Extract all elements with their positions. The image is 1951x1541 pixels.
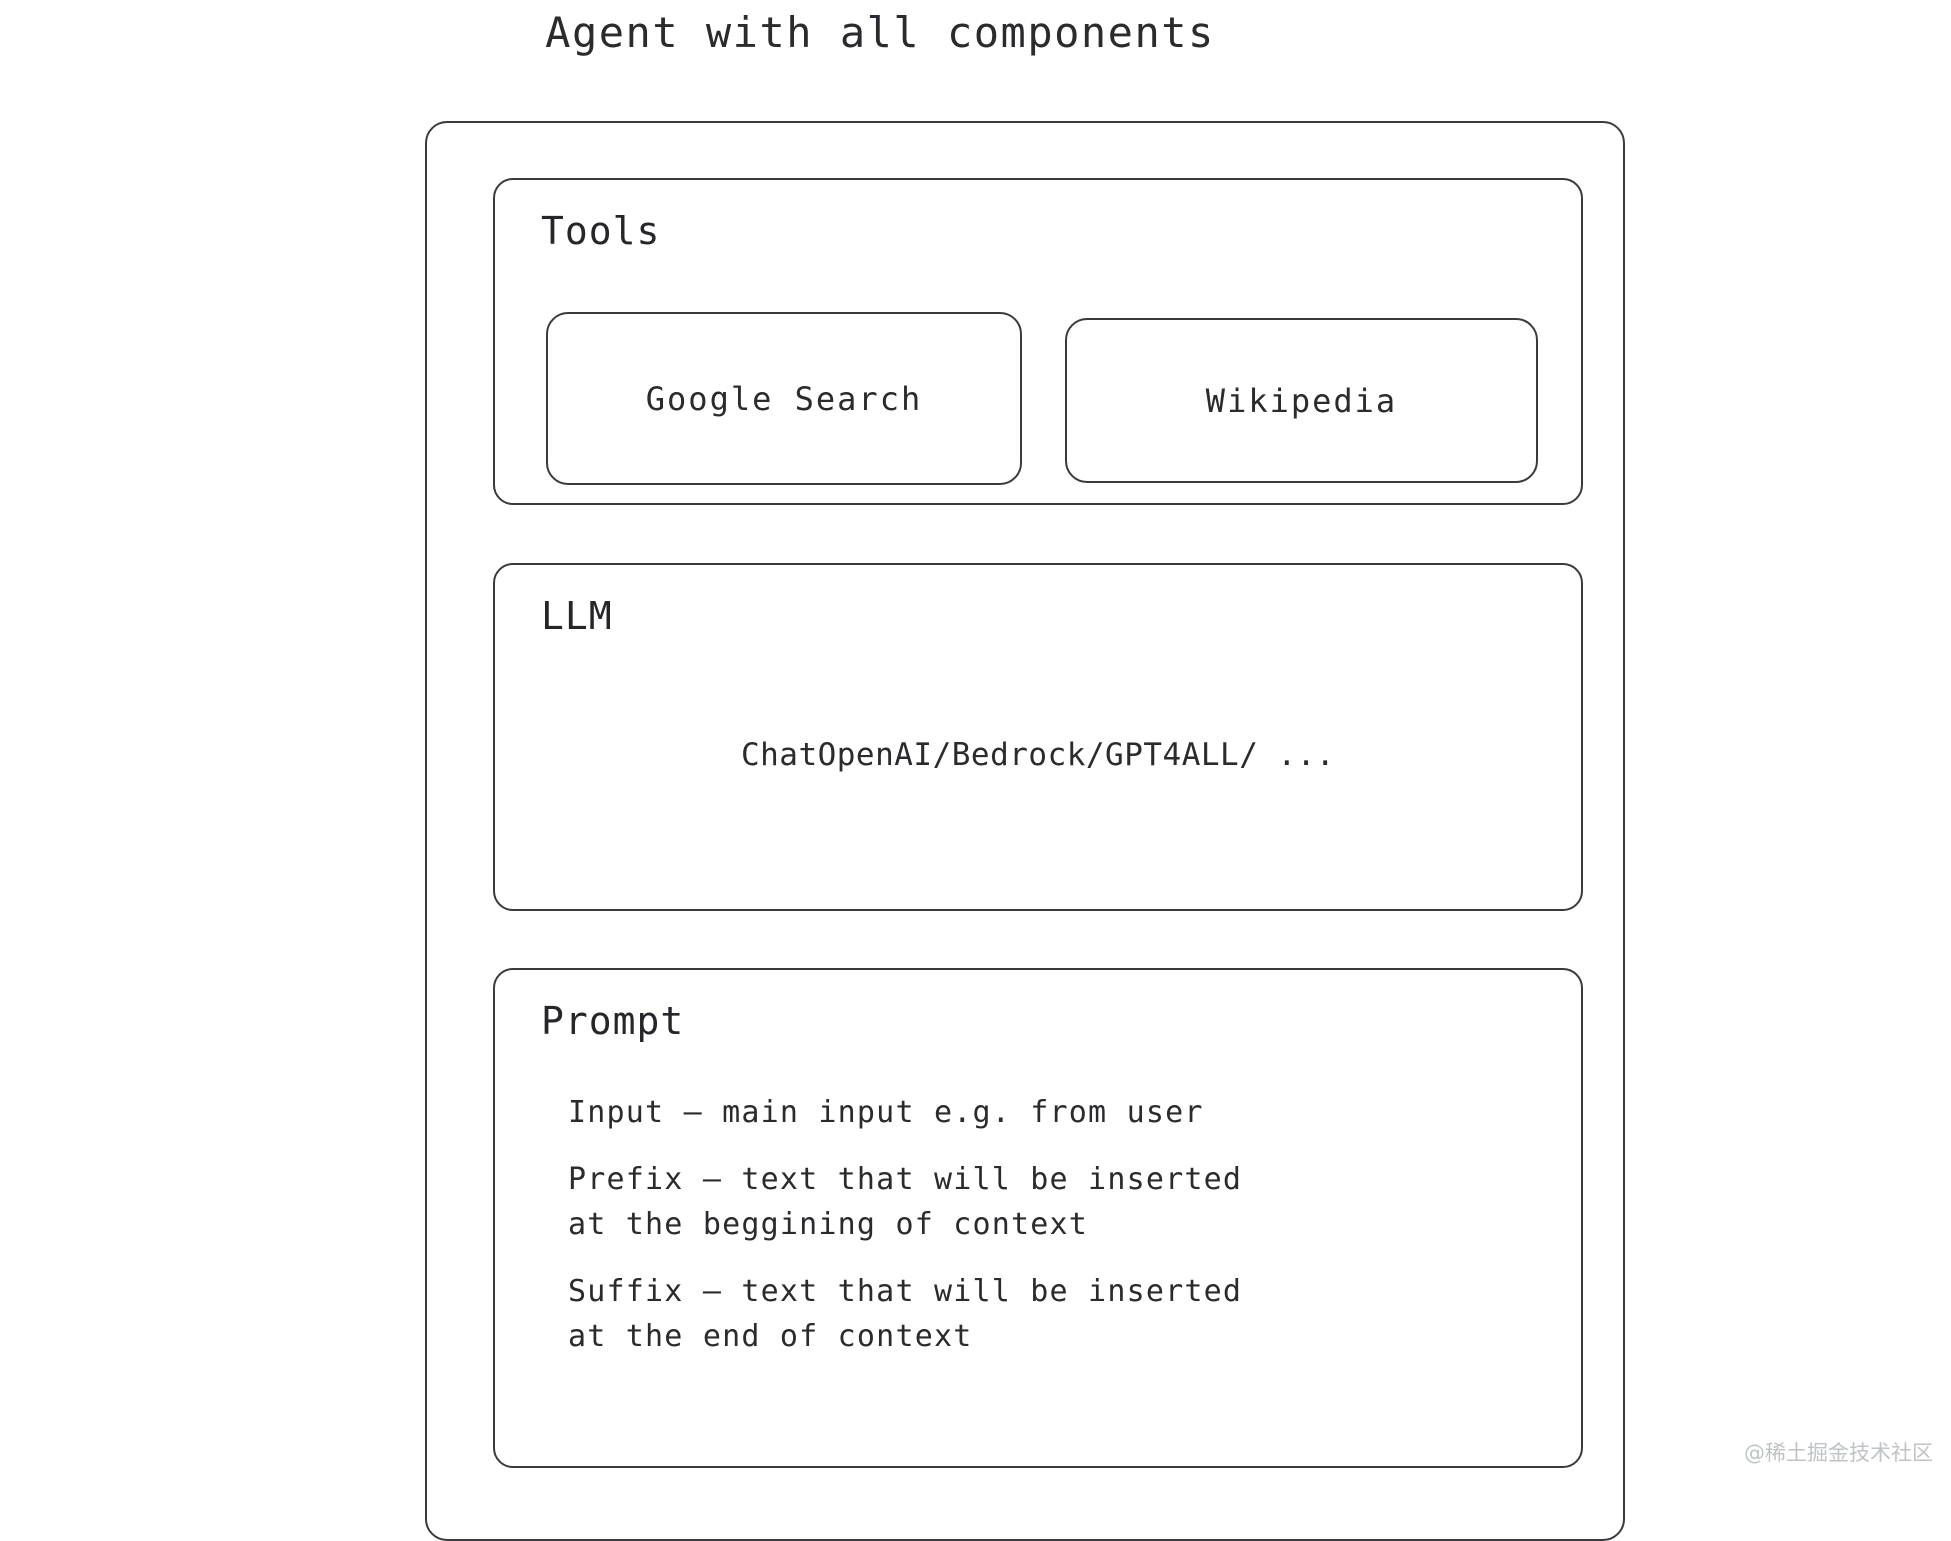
section-prompt-heading: Prompt xyxy=(541,999,685,1043)
section-llm-heading: LLM xyxy=(541,594,613,638)
prompt-line: at the end of context xyxy=(568,1319,973,1354)
tool-card-google-search[interactable]: Google Search xyxy=(546,312,1022,485)
llm-models-text: ChatOpenAI/Bedrock/GPT4ALL/ ... xyxy=(740,737,1336,773)
prompt-entry-input: Input – main input e.g. from user xyxy=(568,1090,1551,1135)
prompt-line: Prefix – text that will be inserted xyxy=(568,1162,1243,1197)
section-llm: LLM ChatOpenAI/Bedrock/GPT4ALL/ ... xyxy=(493,563,1583,911)
diagram-title: Agent with all components xyxy=(545,8,1215,57)
section-tools-heading: Tools xyxy=(541,209,661,253)
agent-container: Tools Google Search Wikipedia LLM ChatOp… xyxy=(425,121,1625,1541)
tool-card-wikipedia[interactable]: Wikipedia xyxy=(1065,318,1538,483)
prompt-line: Suffix – text that will be inserted xyxy=(568,1274,1243,1309)
section-prompt: Prompt Input – main input e.g. from user… xyxy=(493,968,1583,1468)
prompt-entry-prefix: Prefix – text that will be inserted at t… xyxy=(568,1157,1551,1247)
prompt-entry-suffix: Suffix – text that will be inserted at t… xyxy=(568,1269,1551,1359)
tool-card-label: Wikipedia xyxy=(1205,381,1398,420)
prompt-line: Input – main input e.g. from user xyxy=(568,1095,1204,1130)
tool-card-label: Google Search xyxy=(645,379,923,418)
watermark: @稀土掘金技术社区 xyxy=(1744,1441,1933,1465)
prompt-line: at the beggining of context xyxy=(568,1207,1089,1242)
prompt-entry-list: Input – main input e.g. from user Prefix… xyxy=(568,1090,1551,1381)
section-tools: Tools Google Search Wikipedia xyxy=(493,178,1583,505)
